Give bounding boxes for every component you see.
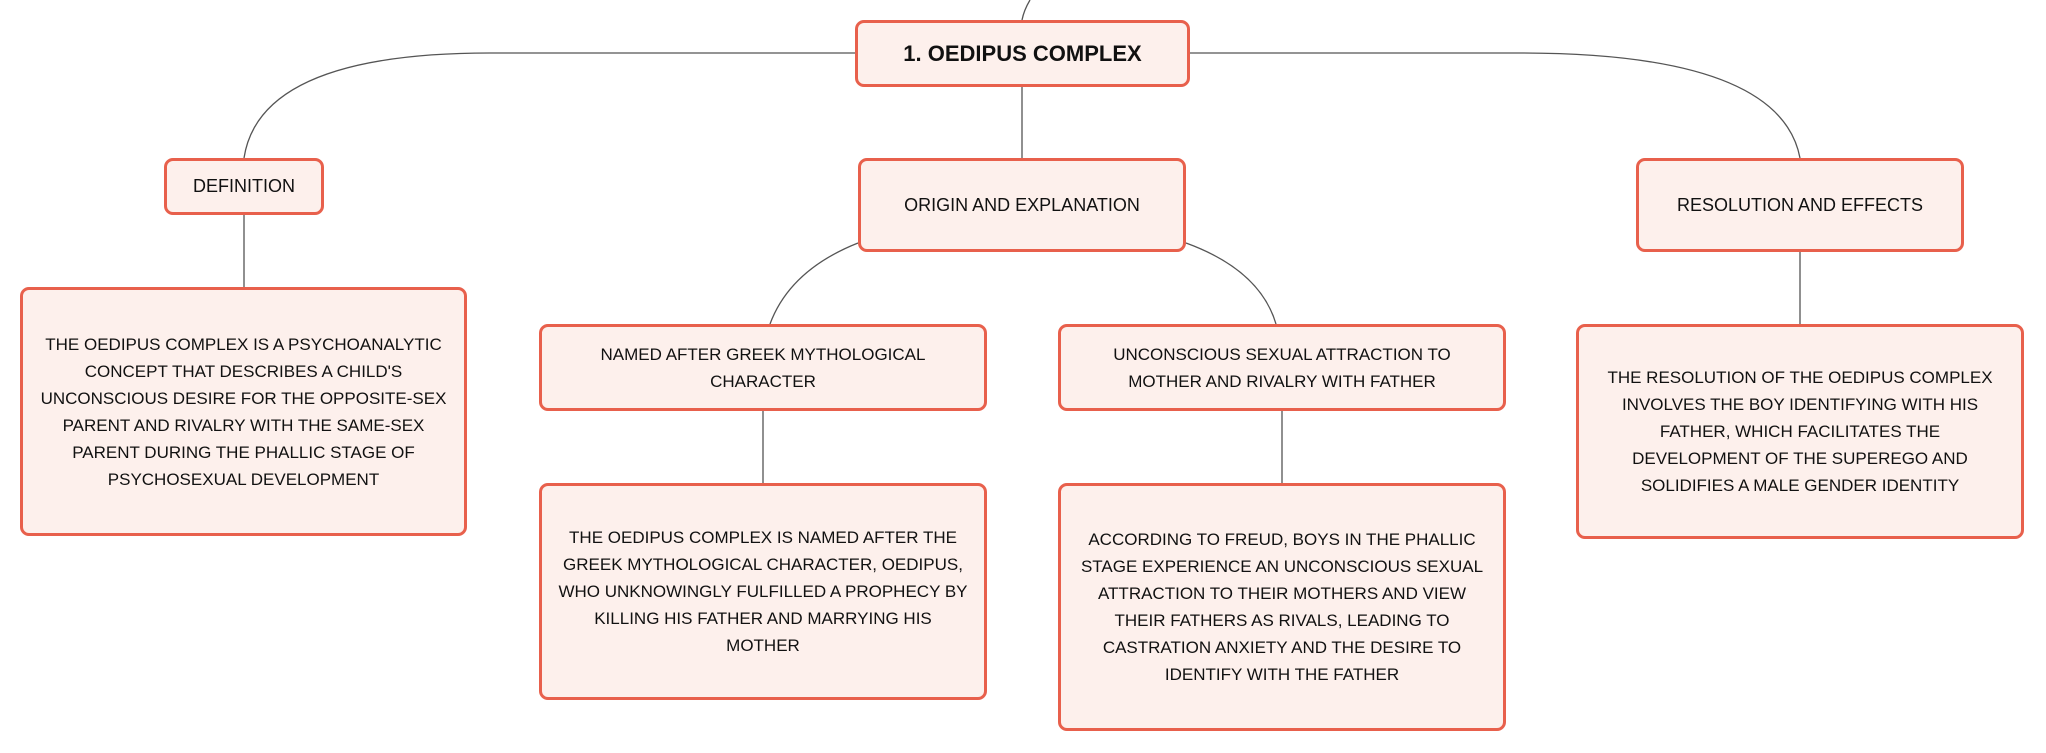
topic-origin-explanation[interactable]: ORIGIN AND EXPLANATION bbox=[858, 158, 1186, 252]
definition-detail[interactable]: THE OEDIPUS COMPLEX IS A PSYCHOANALYTIC … bbox=[20, 287, 467, 536]
resolution-detail[interactable]: THE RESOLUTION OF THE OEDIPUS COMPLEX IN… bbox=[1576, 324, 2024, 539]
connector-root-resolution bbox=[1190, 52, 1801, 159]
connector-origin-unconscious bbox=[1185, 242, 1277, 325]
connector-origin-named bbox=[769, 242, 859, 325]
connector-parent bbox=[1021, 0, 1031, 21]
named-after-detail[interactable]: THE OEDIPUS COMPLEX IS NAMED AFTER THE G… bbox=[539, 483, 987, 700]
root-node[interactable]: 1. OEDIPUS COMPLEX bbox=[855, 20, 1190, 87]
subtopic-unconscious-attraction[interactable]: UNCONSCIOUS SEXUAL ATTRACTION TO MOTHER … bbox=[1058, 324, 1506, 411]
connector-root-definition bbox=[243, 52, 855, 159]
topic-definition[interactable]: DEFINITION bbox=[164, 158, 324, 215]
unconscious-attraction-detail[interactable]: ACCORDING TO FREUD, BOYS IN THE PHALLIC … bbox=[1058, 483, 1506, 731]
topic-resolution-effects[interactable]: RESOLUTION AND EFFECTS bbox=[1636, 158, 1964, 252]
subtopic-named-after-greek-character[interactable]: NAMED AFTER GREEK MYTHOLOGICAL CHARACTER bbox=[539, 324, 987, 411]
